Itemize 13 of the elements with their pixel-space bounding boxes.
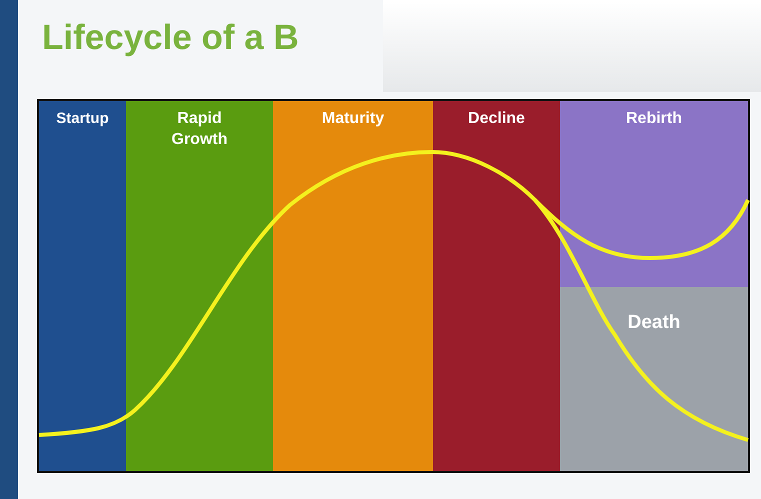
title: Lifecycle of a B — [42, 18, 299, 58]
stage-band — [560, 101, 748, 287]
stage-band — [273, 101, 433, 471]
stage-band — [126, 101, 273, 471]
stage-label: Decline — [467, 109, 526, 129]
stage-label: Rebirth — [625, 109, 683, 129]
stage-band — [560, 287, 748, 471]
stage-band — [39, 101, 126, 471]
stage-label: Maturity — [320, 109, 386, 129]
stage-label: Rapid Growth — [170, 109, 228, 150]
stage-label: Startup — [55, 109, 110, 128]
stage-band — [433, 101, 560, 471]
stage-label: Death — [626, 311, 682, 335]
